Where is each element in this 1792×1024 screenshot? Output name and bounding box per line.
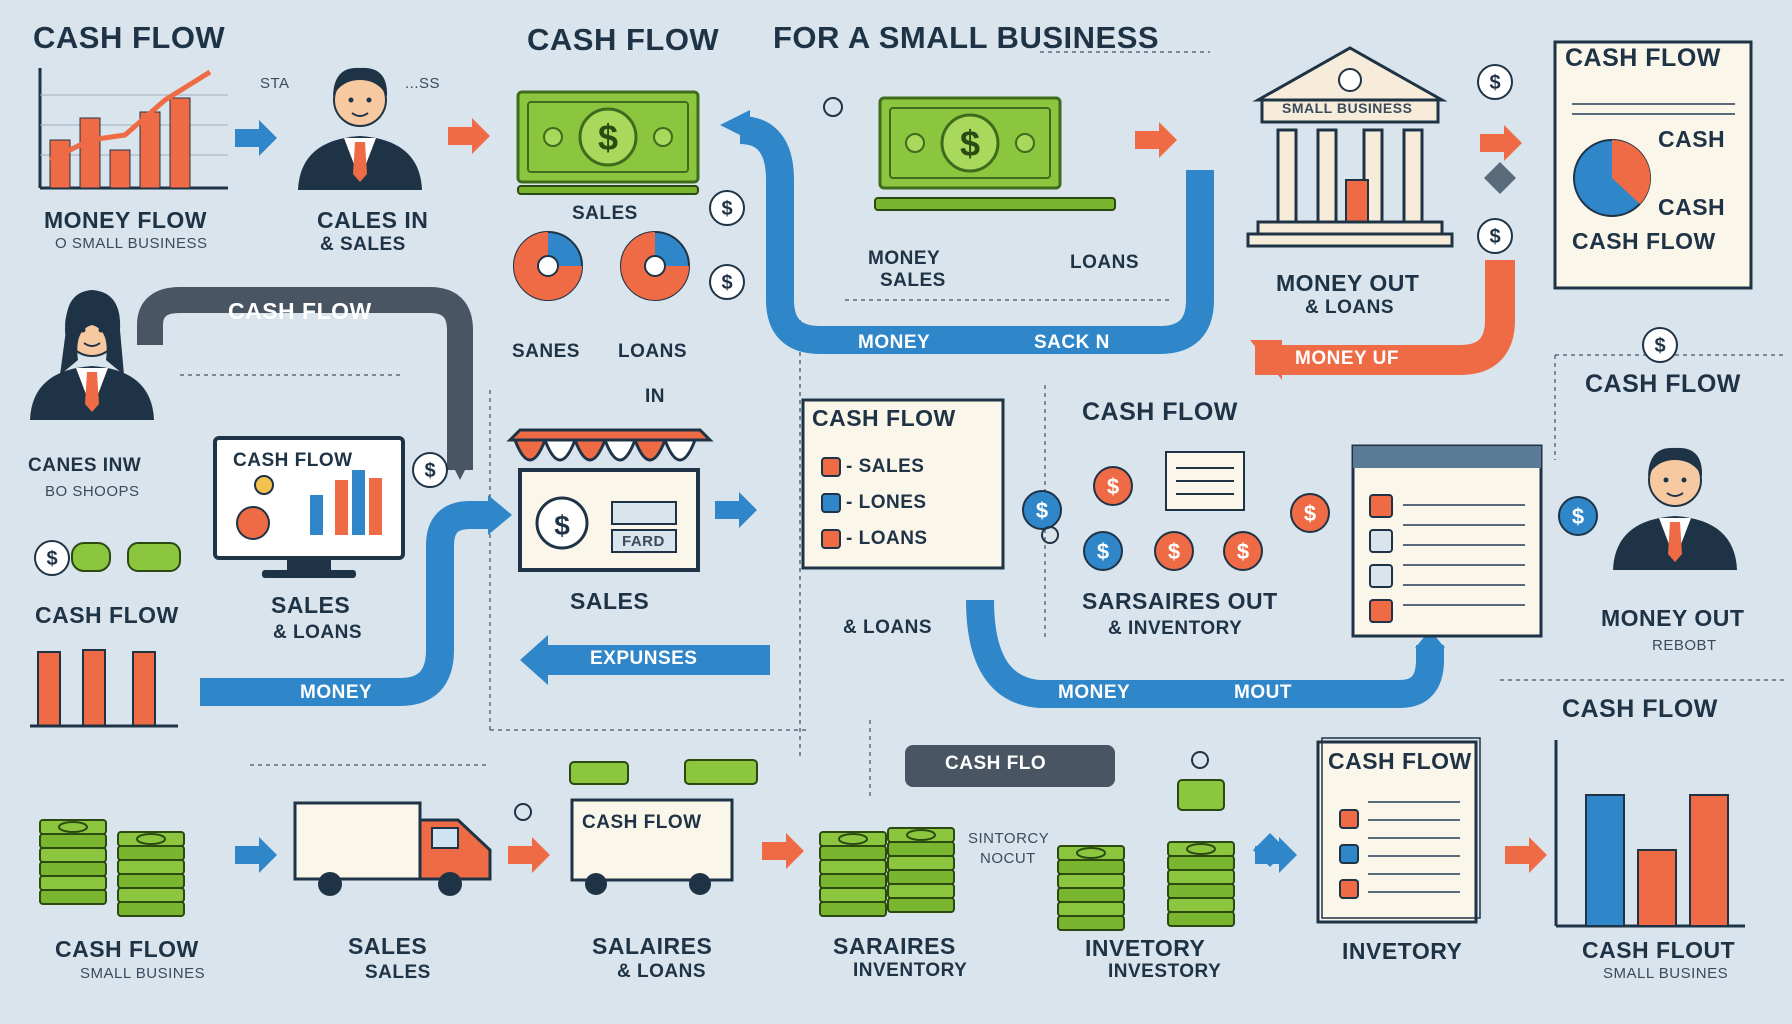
top-left-chart-title: CASH FLOW <box>33 20 226 55</box>
monitor-caption: SALES <box>271 592 351 618</box>
checklist-item-2: - LONES <box>846 492 927 513</box>
money-flow-sub: O SMALL BUSINESS <box>55 235 208 252</box>
pie-left-label: SANES <box>512 341 580 362</box>
bottom-4-caption: SARAIRES <box>833 933 956 959</box>
bottom-7-caption: CASH FLOUT <box>1582 937 1736 963</box>
pie-right-label: LOANS <box>618 341 687 362</box>
top-loop-sackn: SACK N <box>1034 332 1110 353</box>
bottom-6-box: CASH FLOW <box>1328 748 1472 774</box>
money-up-arrow-label: MONEY UF <box>1295 348 1399 369</box>
woman-caption: CANES INW <box>28 455 142 476</box>
bottom-1-caption: CASH FLOW <box>55 936 199 962</box>
chart-note-a: STA <box>260 75 290 92</box>
bill-caption-sales: SALES <box>880 270 946 291</box>
bottom-6-caption: INVETORY <box>1342 938 1463 964</box>
bill-loans: LOANS <box>1070 252 1139 273</box>
monitor-title: CASH FLOW <box>233 450 353 471</box>
bottom-3-sub: & LOANS <box>617 961 706 982</box>
bank-sub: & LOANS <box>1305 297 1394 318</box>
cales-in-caption: CALES IN <box>317 207 429 233</box>
report-cash-a: CASH <box>1658 126 1726 152</box>
checklist-item-1: - SALES <box>846 456 925 477</box>
bottom-5-sub: INVESTORY <box>1108 961 1222 982</box>
man-caption: MONEY OUT <box>1601 605 1745 631</box>
bottom-4-note-b: NOCUT <box>980 850 1036 867</box>
money-mout-a: MONEY <box>1058 682 1131 703</box>
coins-sub: & INVENTORY <box>1108 618 1243 639</box>
in-label: IN <box>645 386 665 407</box>
loans-label: & LOANS <box>843 617 932 638</box>
bottom-5-caption: INVETORY <box>1085 935 1206 961</box>
page-title-right: FOR A SMALL BUSINESS <box>773 20 1160 55</box>
bottom-4-sub: INVENTORY <box>853 960 968 981</box>
cash-flo-badge: CASH FLO <box>945 753 1047 774</box>
chart-note-b: ...SS <box>405 75 441 92</box>
bank-sign: SMALL BUSINESS <box>1282 100 1413 116</box>
bottom-3-box: CASH FLOW <box>582 812 702 833</box>
bottom-1-sub: SMALL BUSINES <box>80 965 206 982</box>
cales-in-sub: & SALES <box>320 234 406 255</box>
top-loop-money: MONEY <box>858 332 931 353</box>
bottom-3-caption: SALAIRES <box>592 933 713 959</box>
bank-caption: MONEY OUT <box>1276 270 1420 296</box>
report-cash-b: CASH <box>1658 194 1726 220</box>
money-mout-b: MOUT <box>1234 682 1292 703</box>
bottom-7-title: CASH FLOW <box>1562 695 1718 723</box>
report-cash-flow: CASH FLOW <box>1572 228 1716 254</box>
right-cash-flow: CASH FLOW <box>1585 370 1741 398</box>
woman-sub: BO SHOOPS <box>45 483 140 500</box>
bill-caption-money: MONEY <box>868 248 941 269</box>
man-sub: REBOBT <box>1652 637 1717 654</box>
page-title-left: CASH FLOW <box>527 22 720 57</box>
coins-title: CASH FLOW <box>1082 398 1238 426</box>
left-banner-arrow-label: CASH FLOW <box>228 298 372 324</box>
bottom-4-note-a: SINTORCY <box>968 830 1050 847</box>
checklist-item-3: - LOANS <box>846 528 928 549</box>
report-title: CASH FLOW <box>1565 44 1721 72</box>
bottom-7-sub: SMALL BUSINES <box>1603 965 1729 982</box>
sales-label: SALES <box>572 203 638 224</box>
expenses-arrow-label: EXPUNSES <box>590 648 698 669</box>
svg-text:$: $ <box>554 510 570 541</box>
coins-caption: SARSAIRES OUT <box>1082 588 1278 614</box>
money-left-arrow-label: MONEY <box>300 682 373 703</box>
store-label: SALES <box>570 588 650 614</box>
checklist-title: CASH FLOW <box>812 405 956 431</box>
left-cash-flow: CASH FLOW <box>35 602 179 628</box>
bottom-2-caption: SALES <box>348 933 428 959</box>
store-sign: FARD <box>622 533 665 550</box>
monitor-sub: & LOANS <box>273 622 362 643</box>
money-flow-caption: MONEY FLOW <box>44 207 208 233</box>
bottom-2-sub: SALES <box>365 962 431 983</box>
